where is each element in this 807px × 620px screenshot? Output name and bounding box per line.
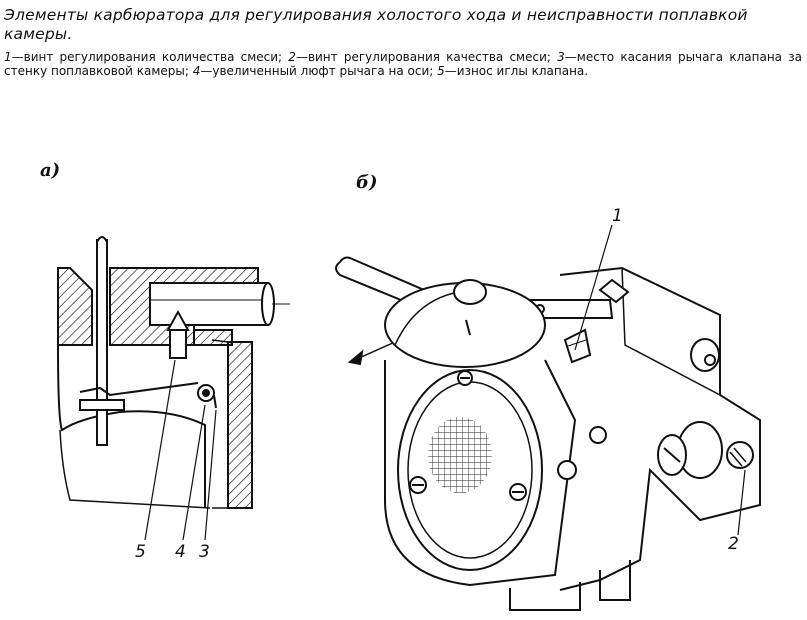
float-chamber-section — [57, 236, 290, 541]
callout-3: 3 — [199, 542, 210, 562]
caption-item-1: винт регулирования количества смеси; — [23, 50, 283, 64]
float-lever — [79, 382, 199, 397]
callout-2: 2 — [728, 534, 739, 554]
figure-title: Элементы карбюратора для регулирования х… — [4, 6, 748, 43]
bottom-nozzle — [509, 582, 581, 611]
chamber-wall — [227, 341, 253, 509]
caption-num-2: 2 — [288, 50, 296, 64]
caption-item-2: винт регулирования качества смеси; — [307, 50, 551, 64]
callout-4: 4 — [175, 542, 186, 562]
figure-a-label: а) — [40, 160, 61, 181]
caption-num-1: 1 — [4, 50, 12, 64]
inlet-tube — [149, 282, 269, 326]
callout-5: 5 — [135, 542, 146, 562]
housing-top — [57, 267, 93, 346]
caption-item-5: износ иглы клапана. — [456, 64, 589, 78]
callout-1: 1 — [612, 206, 623, 226]
needle-rod — [96, 239, 108, 446]
caption-num-4: 4 — [192, 64, 201, 78]
chamber-outline — [57, 344, 206, 508]
caption-num-3: 3 — [557, 50, 565, 64]
caption-item-4: увеличенный люфт рычага на оси; — [212, 64, 434, 78]
figure-b-label: б) — [356, 172, 378, 193]
body-block — [559, 266, 761, 591]
chamber-body — [384, 359, 577, 587]
caption-item-3: место касания рычага клапана за стенку п… — [4, 50, 802, 78]
idle-screw-1 — [563, 328, 592, 364]
carburetor-perspective — [335, 224, 761, 611]
housing-right — [193, 329, 233, 346]
caption-num-5: 5 — [437, 64, 445, 78]
figure-caption: 1—винт регулирования количества смеси; 2… — [4, 50, 802, 78]
